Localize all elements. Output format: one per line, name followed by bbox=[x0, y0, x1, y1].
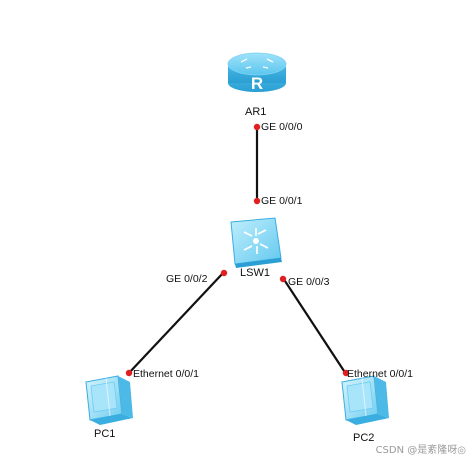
port-dot-lsw1-ge001 bbox=[253, 197, 261, 205]
port-dot-ar1-ge000 bbox=[253, 123, 261, 131]
link-lsw1-pc2[interactable] bbox=[282, 277, 347, 375]
port-label-lsw1-ge002: GE 0/0/2 bbox=[166, 273, 208, 285]
port-label-ar1-ge000: GE 0/0/0 bbox=[261, 121, 303, 133]
link-lsw1-pc1[interactable] bbox=[127, 271, 225, 375]
device-label-pc2: PC2 bbox=[353, 432, 375, 444]
port-label-pc2-eth: Ethernet 0/0/1 bbox=[347, 368, 413, 380]
device-label-lsw1: LSW1 bbox=[240, 267, 270, 279]
pc-icon[interactable] bbox=[341, 375, 389, 425]
device-label-pc1: PC1 bbox=[94, 428, 116, 440]
device-label-ar1: AR1 bbox=[245, 106, 267, 118]
port-dot-pc2-eth bbox=[342, 369, 350, 377]
watermark-text: CSDN @是紊隆呀◎ bbox=[375, 445, 466, 456]
port-dot-lsw1-ge002 bbox=[220, 269, 228, 277]
port-dot-pc1-eth bbox=[125, 369, 133, 377]
svg-text:R: R bbox=[251, 74, 263, 93]
pc-icon[interactable] bbox=[85, 375, 133, 425]
switch-icon[interactable] bbox=[230, 217, 282, 268]
router-icon[interactable]: R bbox=[227, 52, 287, 93]
port-label-lsw1-ge003: GE 0/0/3 bbox=[288, 276, 330, 288]
port-label-lsw1-ge001: GE 0/0/1 bbox=[261, 195, 303, 207]
port-dot-lsw1-ge003 bbox=[279, 275, 287, 283]
port-label-pc1-eth: Ethernet 0/0/1 bbox=[133, 368, 199, 380]
